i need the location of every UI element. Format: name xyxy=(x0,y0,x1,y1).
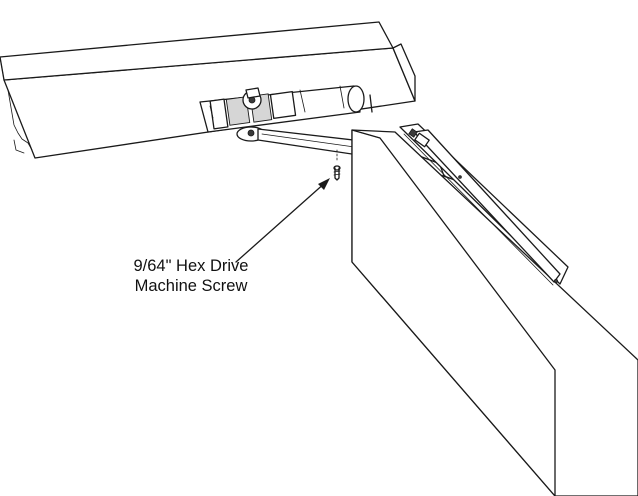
leader-arrow xyxy=(235,178,330,263)
screw-callout-label: 9/64" Hex Drive Machine Screw xyxy=(96,256,286,296)
door-slab xyxy=(351,129,638,496)
hex-drive-screw-icon xyxy=(333,149,341,181)
door-closer-body xyxy=(199,85,373,133)
callout-line-2: Machine Screw xyxy=(134,277,248,295)
arm-track xyxy=(399,123,569,286)
callout-line-1: 9/64" Hex Drive xyxy=(133,257,249,275)
